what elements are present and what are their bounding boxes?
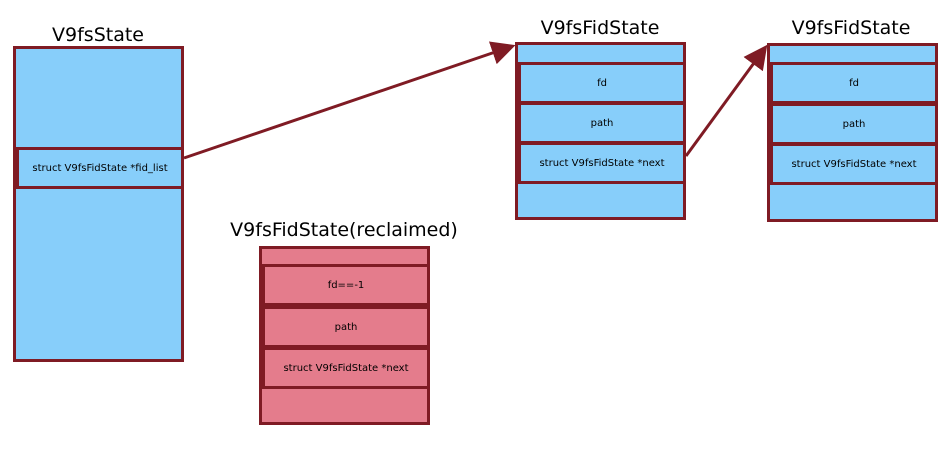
fid-state-2-title: V9fsFidState	[791, 17, 911, 39]
fid-state-1-title: V9fsFidState	[540, 17, 660, 39]
fid-state-reclaimed-next-field: struct V9fsFidState *next	[262, 347, 430, 389]
v9fs-state-box: struct V9fsFidState *fid_list	[13, 46, 184, 362]
fid-state-reclaimed-fd-field: fd==-1	[262, 264, 430, 306]
fid-list-field: struct V9fsFidState *fid_list	[16, 147, 184, 189]
fid-state-2-next-field: struct V9fsFidState *next	[770, 143, 938, 185]
fid-state-2-fd-field: fd	[770, 62, 938, 104]
fid-state-reclaimed-path-field: path	[262, 306, 430, 348]
fid-state-1-next-field: struct V9fsFidState *next	[518, 142, 686, 184]
fid-state-reclaimed-box: fd==-1 path struct V9fsFidState *next	[259, 246, 430, 425]
fid-state-reclaimed-title: V9fsFidState(reclaimed)	[230, 219, 458, 241]
next-to-fid-state-2-arrow	[684, 44, 768, 157]
fid-list-to-fid-state-1-arrow	[183, 41, 516, 160]
v9fs-state-title: V9fsState	[52, 24, 144, 46]
fid-state-2-box: fd path struct V9fsFidState *next	[767, 43, 938, 222]
fid-state-1-box: fd path struct V9fsFidState *next	[515, 42, 686, 220]
